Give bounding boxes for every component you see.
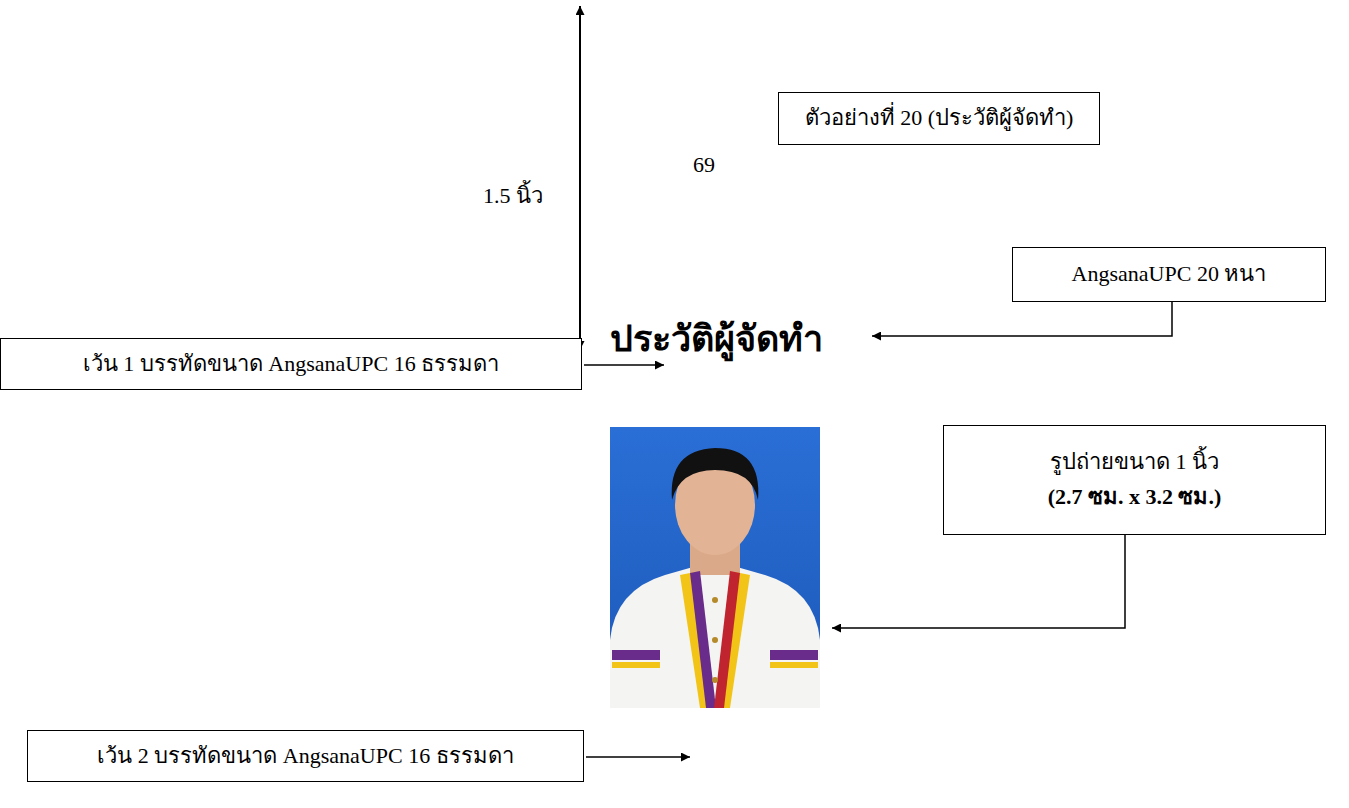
- note-text: ตัวอย่างที่ 20 (ประวัติผู้จัดทำ): [805, 104, 1074, 133]
- dimension-arrow: [579, 6, 581, 350]
- note-box: AngsanaUPC 20 หนา: [1012, 247, 1326, 302]
- leader-arrow: [832, 535, 1125, 628]
- note-box: รูปถ่ายขนาด 1 นิ้ว (2.7 ซม. x 3.2 ซม.): [943, 425, 1326, 535]
- note-text: เว้น 2 บรรทัดขนาด AngsanaUPC 16 ธรรมดา: [97, 742, 513, 771]
- dimension-label: 1.5 นิ้ว: [483, 178, 543, 213]
- page-number: 69: [693, 152, 715, 178]
- note-box: เว้น 2 บรรทัดขนาด AngsanaUPC 16 ธรรมดา: [27, 730, 584, 782]
- page-heading: ประวัติผู้จัดทำ: [610, 310, 823, 367]
- leader-arrow: [584, 364, 664, 366]
- note-text: เว้น 1 บรรทัดขนาด AngsanaUPC 16 ธรรมดา: [83, 350, 499, 379]
- note-text: รูปถ่ายขนาด 1 นิ้ว: [1050, 448, 1219, 477]
- note-box: เว้น 1 บรรทัดขนาด AngsanaUPC 16 ธรรมดา: [0, 338, 582, 390]
- leader-arrow: [872, 302, 1172, 336]
- leader-arrow: [586, 756, 690, 758]
- note-text: (2.7 ซม. x 3.2 ซม.): [1048, 483, 1222, 512]
- note-text: AngsanaUPC 20 หนา: [1072, 260, 1267, 289]
- note-box: ตัวอย่างที่ 20 (ประวัติผู้จัดทำ): [778, 92, 1100, 145]
- portrait-photo: [610, 427, 820, 708]
